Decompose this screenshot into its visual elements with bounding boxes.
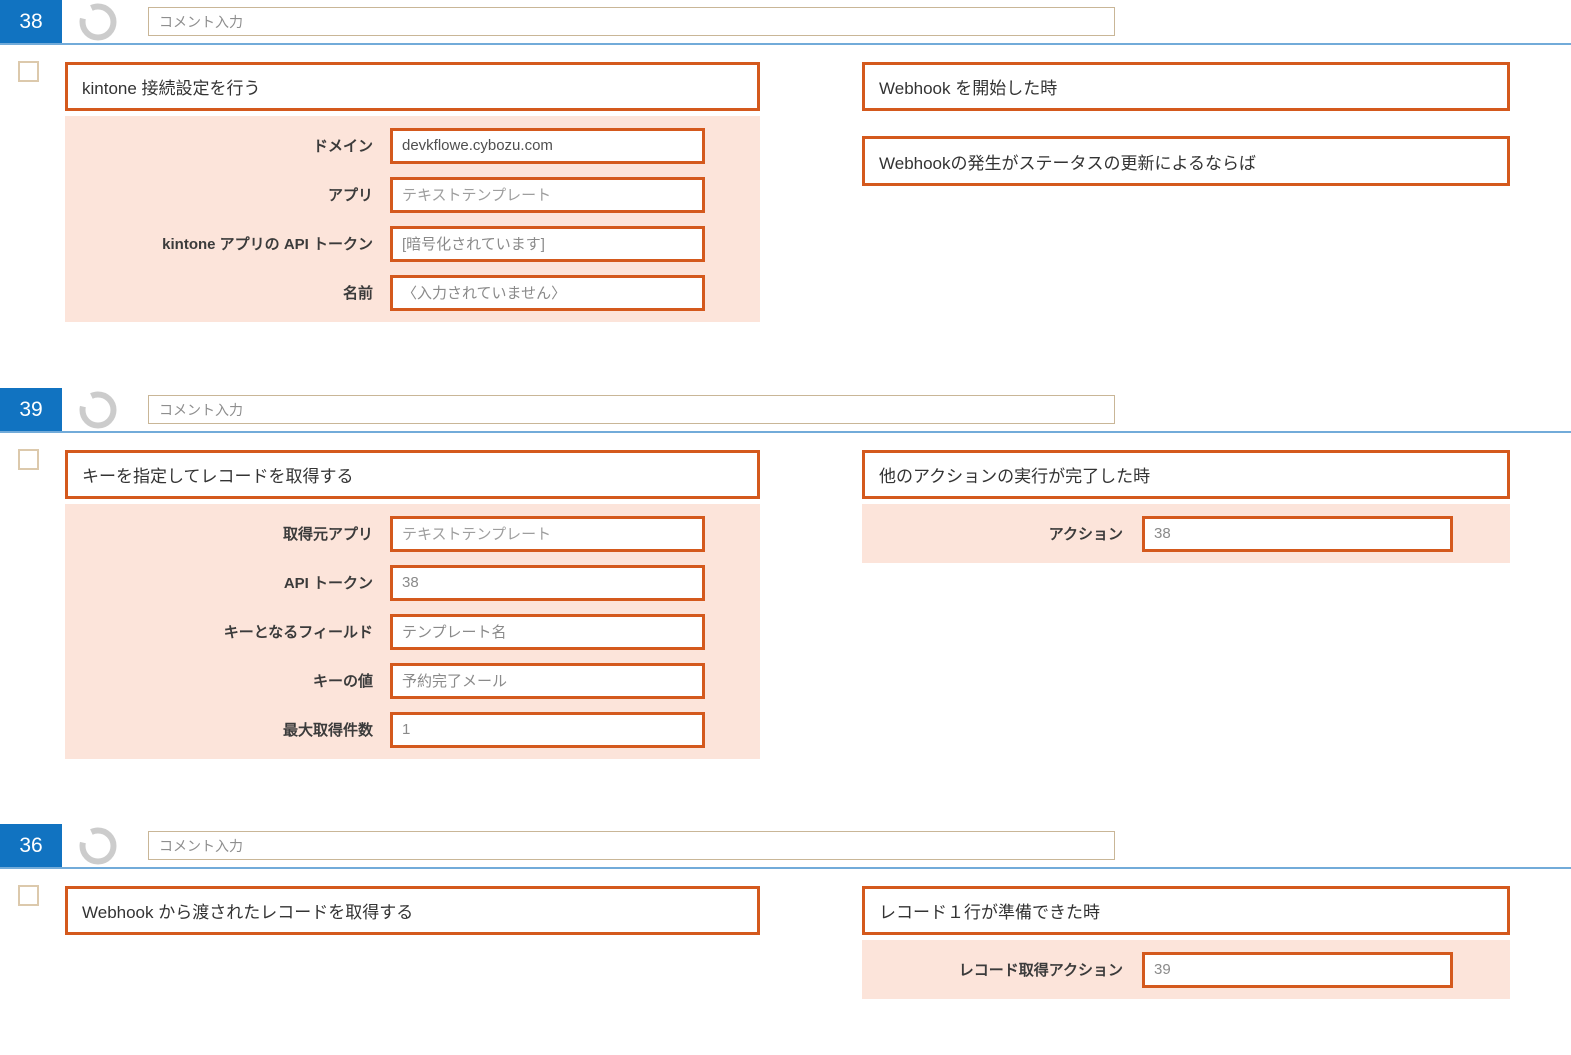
field-label: kintone アプリの API トークン xyxy=(162,236,373,253)
trigger-fields-panel: レコード取得アクション 39 xyxy=(862,940,1510,999)
trigger-title-box: Webhook を開始した時 xyxy=(862,62,1510,111)
step-number-badge: 38 xyxy=(0,0,62,43)
action-title: キーを指定してレコードを取得する xyxy=(82,467,354,486)
trigger-title-box: 他のアクションの実行が完了した時 xyxy=(862,450,1510,499)
field-row: 最大取得件数 1 xyxy=(65,705,760,754)
field-label: キーとなるフィールド xyxy=(223,624,373,641)
action-title-box: Webhook から渡されたレコードを取得する xyxy=(65,886,760,935)
action-fields-panel: 取得元アプリ テキストテンプレート API トークン 38 キーとなるフィールド… xyxy=(65,504,760,759)
status-ring-icon xyxy=(79,827,117,865)
trigger-title-box: レコード１行が準備できた時 xyxy=(862,886,1510,935)
step-header: 39 xyxy=(0,388,1571,433)
action-title-box: kintone 接続設定を行う xyxy=(65,62,760,111)
trigger-title: 他のアクションの実行が完了した時 xyxy=(879,467,1151,486)
step-body: キーを指定してレコードを取得する 取得元アプリ テキストテンプレート API ト… xyxy=(0,433,1571,763)
action-column: kintone 接続設定を行う ドメイン devkflowe.cybozu.co… xyxy=(65,62,760,322)
field-row: キーとなるフィールド テンプレート名 xyxy=(65,607,760,656)
action-title: Webhook から渡されたレコードを取得する xyxy=(82,903,414,922)
field-value-box: 〈入力されていません〉 xyxy=(390,274,705,311)
step-header: 38 xyxy=(0,0,1571,45)
step-body: kintone 接続設定を行う ドメイン devkflowe.cybozu.co… xyxy=(0,45,1571,345)
field-value-box: テンプレート名 xyxy=(390,613,705,650)
field-value-box: [暗号化されています] xyxy=(390,225,705,262)
action-title-box: キーを指定してレコードを取得する xyxy=(65,450,760,499)
field-value-box: 38 xyxy=(390,564,705,601)
field-value-box: devkflowe.cybozu.com xyxy=(390,127,705,164)
field-row: 取得元アプリ テキストテンプレート xyxy=(65,509,760,558)
trigger-column: 他のアクションの実行が完了した時 アクション 38 xyxy=(862,450,1510,563)
field-value-box: テキストテンプレート xyxy=(390,176,705,213)
trigger-title: レコード１行が準備できた時 xyxy=(879,903,1100,922)
field-value-box: 39 xyxy=(1142,951,1453,988)
select-checkbox[interactable] xyxy=(18,885,39,906)
trigger-condition: Webhookの発生がステータスの更新によるならば xyxy=(879,153,1257,173)
field-value-box: テキストテンプレート xyxy=(390,515,705,552)
field-row: アクション 38 xyxy=(862,509,1510,558)
field-label: API トークン xyxy=(283,575,373,592)
field-row: レコード取得アクション 39 xyxy=(862,945,1510,994)
field-label: キーの値 xyxy=(312,673,373,690)
status-ring-icon xyxy=(79,391,117,429)
field-row: 名前 〈入力されていません〉 xyxy=(65,268,760,317)
action-title: kintone 接続設定を行う xyxy=(82,79,261,98)
field-value-box: 予約完了メール xyxy=(390,662,705,699)
comment-input[interactable] xyxy=(148,7,1115,36)
field-value-box: 1 xyxy=(390,711,705,748)
field-row: kintone アプリの API トークン [暗号化されています] xyxy=(65,219,760,268)
field-row: ドメイン devkflowe.cybozu.com xyxy=(65,121,760,170)
step-section-36: 36 Webhook から渡されたレコードを取得する レコード１行が準備できた時… xyxy=(0,824,1571,1049)
trigger-column: レコード１行が準備できた時 レコード取得アクション 39 xyxy=(862,886,1510,999)
comment-input[interactable] xyxy=(148,395,1115,424)
step-body: Webhook から渡されたレコードを取得する レコード１行が準備できた時 レコ… xyxy=(0,869,1571,1049)
field-row: キーの値 予約完了メール xyxy=(65,656,760,705)
field-label: ドメイン xyxy=(312,138,373,155)
step-number-badge: 36 xyxy=(0,824,62,867)
action-column: Webhook から渡されたレコードを取得する xyxy=(65,886,760,935)
step-section-39: 39 キーを指定してレコードを取得する 取得元アプリ テキストテンプレート A xyxy=(0,388,1571,763)
field-label: 最大取得件数 xyxy=(282,722,373,739)
trigger-fields-panel: アクション 38 xyxy=(862,504,1510,563)
field-label: アクション xyxy=(1048,526,1123,543)
field-label: 取得元アプリ xyxy=(282,526,373,543)
trigger-column: Webhook を開始した時 Webhookの発生がステータスの更新によるならば xyxy=(862,62,1510,186)
field-label: レコード取得アクション xyxy=(958,962,1123,979)
select-checkbox[interactable] xyxy=(18,61,39,82)
select-checkbox[interactable] xyxy=(18,449,39,470)
step-number-badge: 39 xyxy=(0,388,62,431)
field-value-box: 38 xyxy=(1142,515,1453,552)
trigger-condition-box: Webhookの発生がステータスの更新によるならば xyxy=(862,136,1510,186)
comment-input[interactable] xyxy=(148,831,1115,860)
trigger-title: Webhook を開始した時 xyxy=(879,79,1058,98)
step-header: 36 xyxy=(0,824,1571,869)
field-label: 名前 xyxy=(342,285,373,302)
action-fields-panel: ドメイン devkflowe.cybozu.com アプリ テキストテンプレート… xyxy=(65,116,760,322)
field-label: アプリ xyxy=(327,187,373,204)
step-section-38: 38 kintone 接続設定を行う ドメイン devkflowe.cybozu… xyxy=(0,0,1571,345)
field-row: アプリ テキストテンプレート xyxy=(65,170,760,219)
field-row: API トークン 38 xyxy=(65,558,760,607)
status-ring-icon xyxy=(79,3,117,41)
action-column: キーを指定してレコードを取得する 取得元アプリ テキストテンプレート API ト… xyxy=(65,450,760,759)
